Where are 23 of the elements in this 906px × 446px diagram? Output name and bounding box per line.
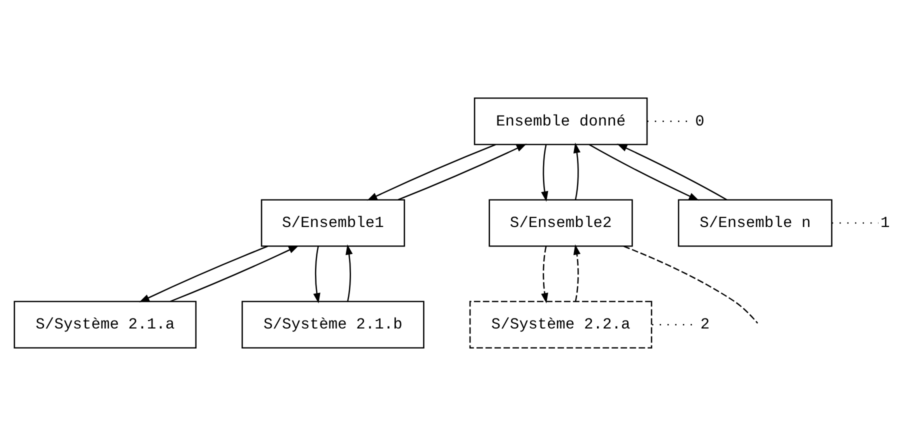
node-box: S/Système 2.1.b — [242, 300, 424, 348]
node-label: 2 — [700, 316, 710, 334]
arrow — [398, 144, 527, 200]
node-box: S/Ensemble2 — [488, 199, 633, 247]
arrow — [170, 245, 299, 302]
arrow — [541, 144, 548, 202]
connector — [624, 246, 758, 324]
node-box: S/Ensemble1 — [260, 199, 406, 247]
node-box: Ensemble donné — [474, 98, 648, 146]
arrow — [346, 244, 353, 302]
node-label: 0 — [695, 112, 704, 130]
arrow — [588, 144, 700, 201]
arrow — [313, 246, 320, 304]
arrow — [616, 144, 728, 200]
node-box: S/Système 2.1.a — [14, 300, 197, 348]
node-box: S/Ensemble n — [678, 199, 832, 247]
node-box: S/Système 2.2.a — [469, 300, 652, 348]
arrow — [573, 244, 581, 302]
arrow — [139, 246, 268, 302]
node-label: 1 — [880, 214, 890, 232]
arrow — [366, 144, 496, 201]
arrow — [541, 246, 548, 304]
arrow — [573, 142, 581, 200]
